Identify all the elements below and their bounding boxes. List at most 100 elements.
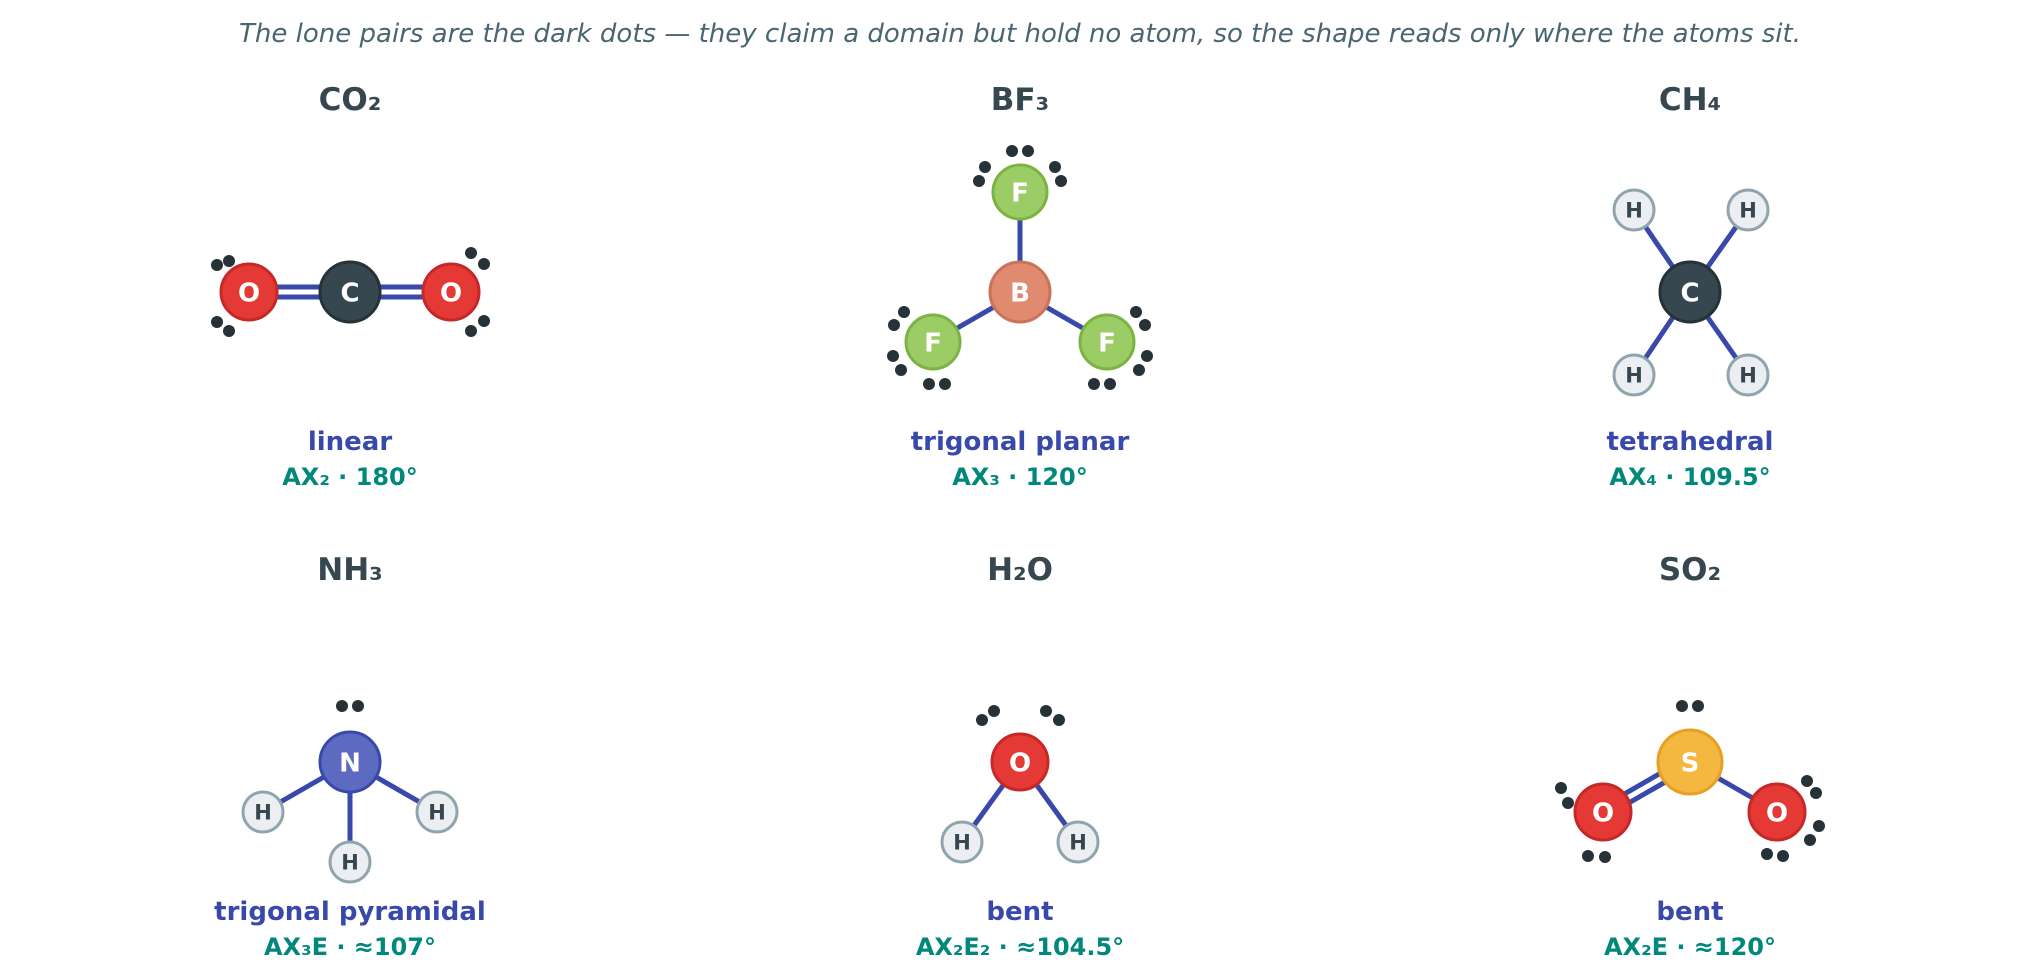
shape-name: linear — [308, 427, 393, 457]
axe-notation: AX₂E · ≈120° — [1604, 933, 1776, 961]
atom-h — [1612, 188, 1656, 232]
lone-pair-dot — [1022, 145, 1034, 157]
shape-name: tetrahedral — [1607, 427, 1774, 457]
atom-o — [1573, 782, 1633, 842]
caption: The lone pairs are the dark dots — they … — [239, 19, 1801, 49]
axe-notation: AX₄ · 109.5° — [1609, 463, 1770, 491]
lone-pair-dot — [211, 259, 223, 271]
lone-pair-dot — [1801, 775, 1813, 787]
molecule-formula: SO₂ — [1659, 552, 1721, 588]
shape-name: trigonal planar — [911, 427, 1130, 457]
atom-n — [318, 730, 382, 794]
molecule-formula: BF₃ — [991, 82, 1049, 118]
lone-pair-dot — [888, 319, 900, 331]
molecule-formula: NH₃ — [317, 552, 382, 588]
atom-o — [421, 262, 481, 322]
lone-pair-dot — [973, 175, 985, 187]
lone-pair-dot — [898, 306, 910, 318]
lone-pair-dot — [1006, 145, 1018, 157]
molecule-formula: H₂O — [987, 552, 1053, 588]
lone-pair-dot — [465, 247, 477, 259]
atom-label: H — [953, 831, 971, 855]
lone-pair-dot — [352, 700, 364, 712]
atom-label: H — [1625, 199, 1643, 223]
lone-pair-dot — [1555, 782, 1567, 794]
lone-pair-dot — [1810, 787, 1822, 799]
atom-label: O — [1009, 748, 1031, 778]
lone-pair-dot — [1139, 319, 1151, 331]
atom-h — [415, 790, 459, 834]
atom-label: O — [238, 278, 260, 308]
atom-label: C — [340, 278, 359, 308]
atom-label: H — [1069, 831, 1087, 855]
atom-h — [1612, 353, 1656, 397]
atom-label: C — [1680, 278, 1699, 308]
atom-label: H — [254, 801, 272, 825]
lone-pair-dot — [1088, 378, 1100, 390]
lone-pair-dot — [223, 325, 235, 337]
axe-notation: AX₃E · ≈107° — [264, 933, 436, 961]
atom-o — [990, 732, 1050, 792]
atom-h — [241, 790, 285, 834]
lone-pair-dot — [1133, 364, 1145, 376]
atom-label: F — [924, 328, 942, 358]
atom-label: F — [1098, 328, 1116, 358]
atom-label: H — [1739, 364, 1757, 388]
atom-h — [1726, 188, 1770, 232]
atom-label: H — [428, 801, 446, 825]
lone-pair-dot — [1053, 714, 1065, 726]
lone-pair-dot — [478, 315, 490, 327]
atom-label: F — [1011, 178, 1029, 208]
lone-pair-dot — [1761, 848, 1773, 860]
atom-b — [988, 260, 1052, 324]
shape-name: trigonal pyramidal — [214, 897, 486, 927]
atom-c — [1658, 260, 1722, 324]
lone-pair-dot — [1104, 378, 1116, 390]
lone-pair-dot — [1676, 700, 1688, 712]
atom-o — [1747, 782, 1807, 842]
atom-h — [328, 840, 372, 884]
lone-pair-dot — [465, 325, 477, 337]
lone-pair-dot — [211, 316, 223, 328]
lone-pair-dot — [939, 378, 951, 390]
lone-pair-dot — [1692, 700, 1704, 712]
lone-pair-dot — [1599, 851, 1611, 863]
lone-pair-dot — [895, 364, 907, 376]
axe-notation: AX₂E₂ · ≈104.5° — [916, 933, 1124, 961]
lone-pair-dot — [1130, 306, 1142, 318]
atom-label: H — [341, 851, 359, 875]
atom-h — [940, 820, 984, 864]
atom-label: S — [1681, 748, 1700, 778]
axe-notation: AX₂ · 180° — [282, 463, 418, 491]
atom-label: O — [1592, 798, 1614, 828]
atom-label: O — [1766, 798, 1788, 828]
lone-pair-dot — [1055, 175, 1067, 187]
lone-pair-dot — [1777, 850, 1789, 862]
atom-label: O — [440, 278, 462, 308]
atom-label: B — [1010, 278, 1030, 308]
lone-pair-dot — [1813, 820, 1825, 832]
atom-c — [318, 260, 382, 324]
atom-f — [904, 313, 962, 371]
atom-f — [1078, 313, 1136, 371]
molecule-formula: CH₄ — [1659, 82, 1721, 118]
atom-h — [1726, 353, 1770, 397]
lone-pair-dot — [1562, 797, 1574, 809]
lone-pair-dot — [478, 258, 490, 270]
lone-pair-dot — [1040, 705, 1052, 717]
shape-name: bent — [986, 897, 1053, 927]
axe-notation: AX₃ · 120° — [952, 463, 1088, 491]
atom-label: H — [1625, 364, 1643, 388]
atom-h — [1056, 820, 1100, 864]
atom-label: N — [339, 748, 361, 778]
lone-pair-dot — [988, 705, 1000, 717]
shape-name: bent — [1656, 897, 1723, 927]
lone-pair-dot — [887, 350, 899, 362]
molecule-formula: CO₂ — [319, 82, 382, 118]
atom-label: H — [1739, 199, 1757, 223]
